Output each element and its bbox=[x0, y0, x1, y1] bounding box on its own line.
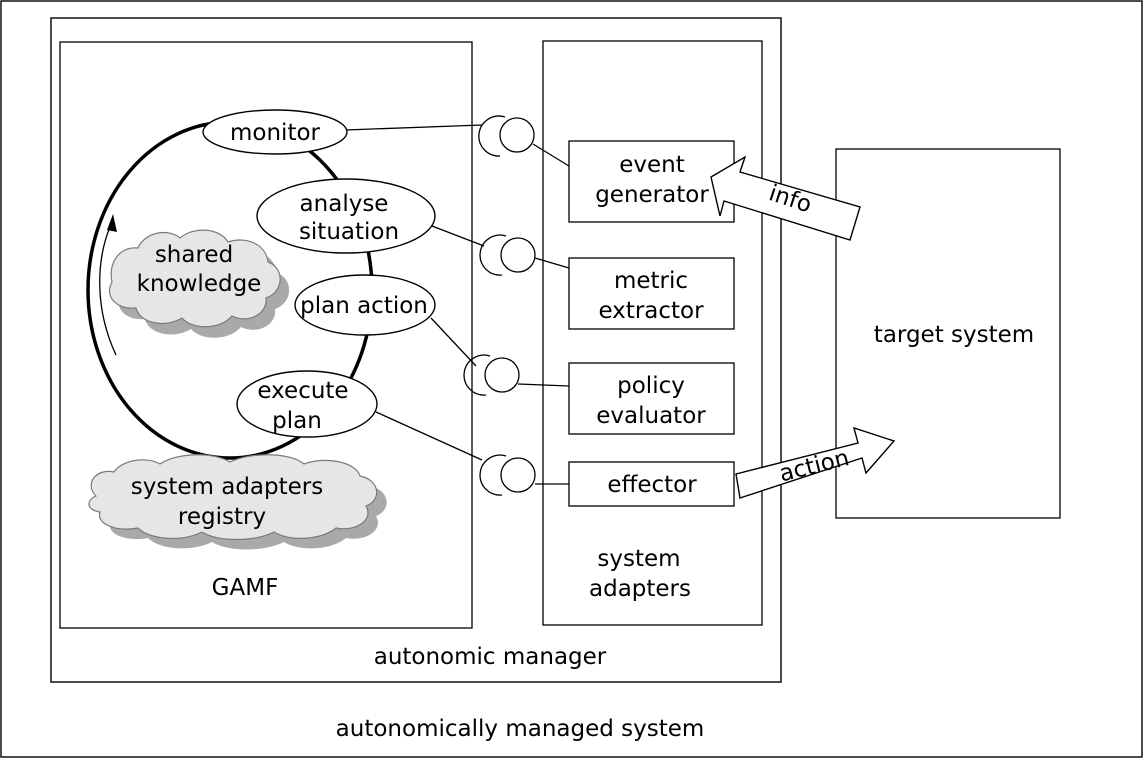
effector-label: effector bbox=[607, 472, 697, 498]
knowledge-label: knowledge bbox=[137, 271, 262, 297]
analyse-label: analyse bbox=[300, 191, 389, 217]
policy-label: policy bbox=[617, 373, 685, 399]
monitor-label: monitor bbox=[230, 120, 321, 146]
analyse-interface-icon bbox=[479, 234, 536, 276]
loop-arrowhead-icon bbox=[107, 214, 117, 232]
policy-evaluator-box bbox=[568, 362, 735, 435]
plan-interface-icon bbox=[463, 354, 520, 396]
generator-label: generator bbox=[595, 182, 709, 208]
system-adapters-registry-cloud bbox=[88, 454, 387, 550]
gamf-label: GAMF bbox=[212, 575, 279, 601]
evaluator-label: evaluator bbox=[596, 403, 706, 429]
plan-connector bbox=[430, 317, 477, 367]
plan-label: plan bbox=[272, 408, 322, 434]
adapters-label: adapters bbox=[589, 576, 691, 602]
event-label: event bbox=[619, 152, 685, 178]
situation-label: situation bbox=[299, 219, 399, 245]
analyse-connector bbox=[431, 225, 485, 247]
system-label: system bbox=[597, 546, 680, 572]
monitor-stage bbox=[202, 109, 348, 155]
shared-label: shared bbox=[155, 242, 233, 268]
execute-connector bbox=[375, 411, 483, 461]
shared-knowledge-cloud bbox=[108, 229, 290, 338]
action-arrow-icon bbox=[735, 426, 896, 499]
target-system-label: target system bbox=[874, 322, 1034, 348]
event-generator-link bbox=[532, 143, 570, 167]
monitor-interface-icon bbox=[478, 115, 535, 157]
autonomically-managed-system-label: autonomically managed system bbox=[336, 716, 705, 742]
analyse-situation-stage bbox=[256, 178, 436, 254]
execute-plan-stage bbox=[236, 370, 378, 438]
event-generator-box bbox=[568, 140, 735, 223]
monitor-connector bbox=[344, 124, 483, 131]
metric-extractor-box bbox=[568, 257, 735, 330]
execute-label: execute bbox=[257, 378, 348, 404]
loop-direction-arrow bbox=[99, 221, 117, 356]
metric-extractor-link bbox=[534, 257, 570, 269]
info-arrow-icon bbox=[710, 155, 861, 241]
autonomic-manager-label: autonomic manager bbox=[374, 644, 607, 670]
system-adapters-label: system adapters bbox=[131, 474, 323, 500]
registry-label: registry bbox=[178, 504, 266, 530]
plan-action-stage bbox=[294, 274, 436, 336]
metric-label: metric bbox=[614, 268, 688, 294]
plan-action-label: plan action bbox=[300, 293, 428, 319]
execute-interface-icon bbox=[479, 454, 536, 496]
extractor-label: extractor bbox=[598, 298, 704, 324]
system-adapters-box bbox=[542, 40, 763, 626]
policy-evaluator-link bbox=[517, 383, 570, 387]
effector-box bbox=[568, 461, 735, 507]
